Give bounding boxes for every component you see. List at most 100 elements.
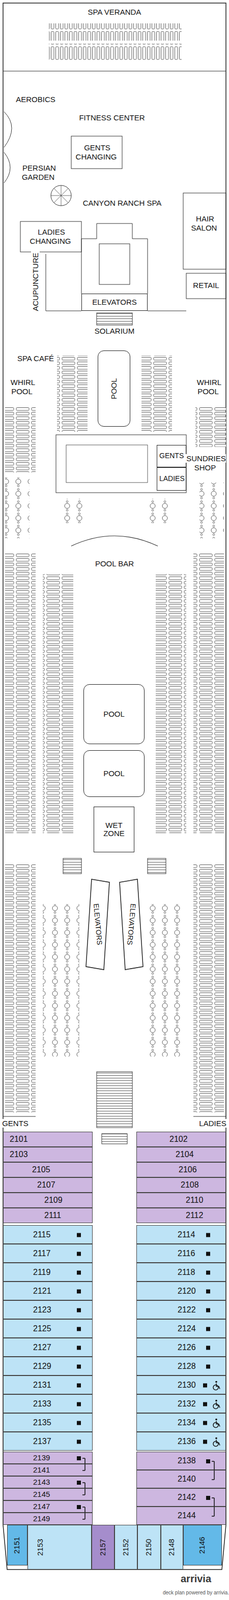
deck-rect (5, 407, 36, 474)
cabin-box: 2142 (136, 1491, 226, 1510)
connecting-door (211, 1464, 215, 1474)
cabin-number: 2129 (33, 1364, 52, 1374)
deck-rect (48, 43, 182, 62)
cabin-number: 2143 (33, 1480, 50, 1490)
bed-symbol (76, 1405, 81, 1410)
cabin-box: 2115 (3, 1227, 93, 1247)
deck-circle (50, 185, 72, 207)
cabin-box: 2133 (3, 1396, 93, 1416)
cabin-number: 2134 (177, 1420, 196, 1430)
deck-rect (193, 865, 224, 1115)
bed-symbol (203, 1405, 208, 1410)
deck-rect (55, 435, 187, 494)
cabin-number: 2115 (33, 1232, 51, 1242)
cabin-box: 2110 (136, 1194, 226, 1211)
cabin-box: 2104 (136, 1149, 226, 1165)
cabin-box: 2157 (91, 1527, 115, 1573)
cabin-number: 2109 (44, 1197, 63, 1208)
cabin-box: 2136 (136, 1434, 226, 1454)
accessible-symbol (213, 1402, 220, 1412)
cabin-box: 2151 (7, 1527, 28, 1569)
area-name: AEROBICS (14, 95, 57, 104)
cabin-box: 2121 (3, 1283, 93, 1303)
deck-line (147, 311, 187, 312)
cabin-box: 2114 (136, 1227, 226, 1247)
cabin-box: 2127 (3, 1340, 93, 1360)
bed-symbol (76, 1254, 81, 1259)
bed-symbol (76, 1386, 81, 1391)
pool-box: POOL (97, 351, 131, 428)
cabin-box: 2105 (3, 1164, 93, 1180)
area-label: WHIRL POOL (193, 378, 224, 397)
cabin-box: 2132 (136, 1396, 226, 1416)
area-label: SOLARIUM (76, 327, 153, 337)
connecting-door (82, 1491, 85, 1498)
deck-rect (149, 905, 187, 1059)
area-name: GENTS (1, 1121, 30, 1130)
deck-rect (56, 356, 88, 433)
cabin-box: 2122 (136, 1302, 226, 1322)
pool-box: POOL (83, 751, 145, 799)
room-name: GENTS (159, 452, 184, 461)
cabin-box: 2107 (3, 1179, 93, 1195)
accessible-symbol (213, 1440, 220, 1450)
deck-rect (42, 575, 74, 835)
deck-path (71, 536, 158, 548)
room-name: WET ZONE (96, 822, 132, 840)
cabin-number: 2140 (177, 1477, 196, 1487)
cabin-number: 2137 (33, 1439, 52, 1449)
room-name: POOL (103, 770, 125, 780)
area-label: AEROBICS (5, 95, 67, 105)
bed-symbol (76, 1442, 81, 1447)
connecting-door (211, 1473, 215, 1483)
cabin-box: 2102 (136, 1133, 226, 1150)
cabin-number: 2135 (33, 1420, 52, 1430)
cabin-box: 2103 (3, 1149, 93, 1165)
area-label: arrivia (165, 1576, 227, 1588)
bed-symbol (76, 1329, 81, 1334)
deck-rect (42, 905, 80, 1059)
bed-symbol (206, 1235, 211, 1240)
cabin-number: 2144 (177, 1513, 196, 1524)
room-box: LADIES (156, 468, 187, 492)
bed-symbol (76, 1273, 81, 1278)
deck-path (50, 185, 72, 207)
deck-rect (71, 136, 123, 169)
area-name: FITNESS CENTER (77, 113, 146, 123)
bed-symbol (203, 1442, 208, 1447)
deck-rect (20, 221, 82, 253)
credit-note: deck plan powered by arrivia. (161, 1592, 229, 1599)
area-name: ACUPUNCTURE (31, 252, 40, 313)
connecting-door (82, 1467, 85, 1474)
room-box: ELEVATORS (81, 294, 148, 312)
bed-symbol (203, 1386, 208, 1391)
deck-rect (199, 483, 224, 540)
deck-rect (155, 575, 187, 835)
connecting-door (211, 1509, 215, 1520)
cabin-box: 2101 (3, 1133, 93, 1150)
cabin-number: 2138 (177, 1458, 196, 1469)
cabin-number: 2147 (33, 1505, 50, 1514)
deck-rect (193, 554, 224, 835)
cabin-number: 2114 (177, 1232, 195, 1242)
deck-rect (143, 499, 168, 525)
elevator-shape (86, 880, 110, 972)
bed-symbol (203, 1423, 208, 1428)
bed-symbol (206, 1292, 211, 1297)
deck-rect (5, 865, 36, 1115)
room-box: GENTS (156, 445, 187, 469)
cabin-box: 2109 (3, 1194, 93, 1211)
cabin-number: 2119 (33, 1270, 51, 1280)
area-label: GENTS CHANGING (73, 143, 120, 162)
area-label: deck plan powered by arrivia. (145, 1590, 229, 1600)
deck-line (45, 254, 47, 312)
accessible-symbol (213, 1383, 220, 1393)
cabin-box: 2123 (3, 1302, 93, 1322)
bed-symbol (76, 1348, 81, 1353)
bed-symbol (76, 1507, 81, 1512)
cabin-number: 2122 (177, 1307, 196, 1318)
pool-box: POOL (83, 685, 145, 746)
deck-rect (99, 244, 130, 285)
cabin-number: 2145 (33, 1493, 50, 1502)
